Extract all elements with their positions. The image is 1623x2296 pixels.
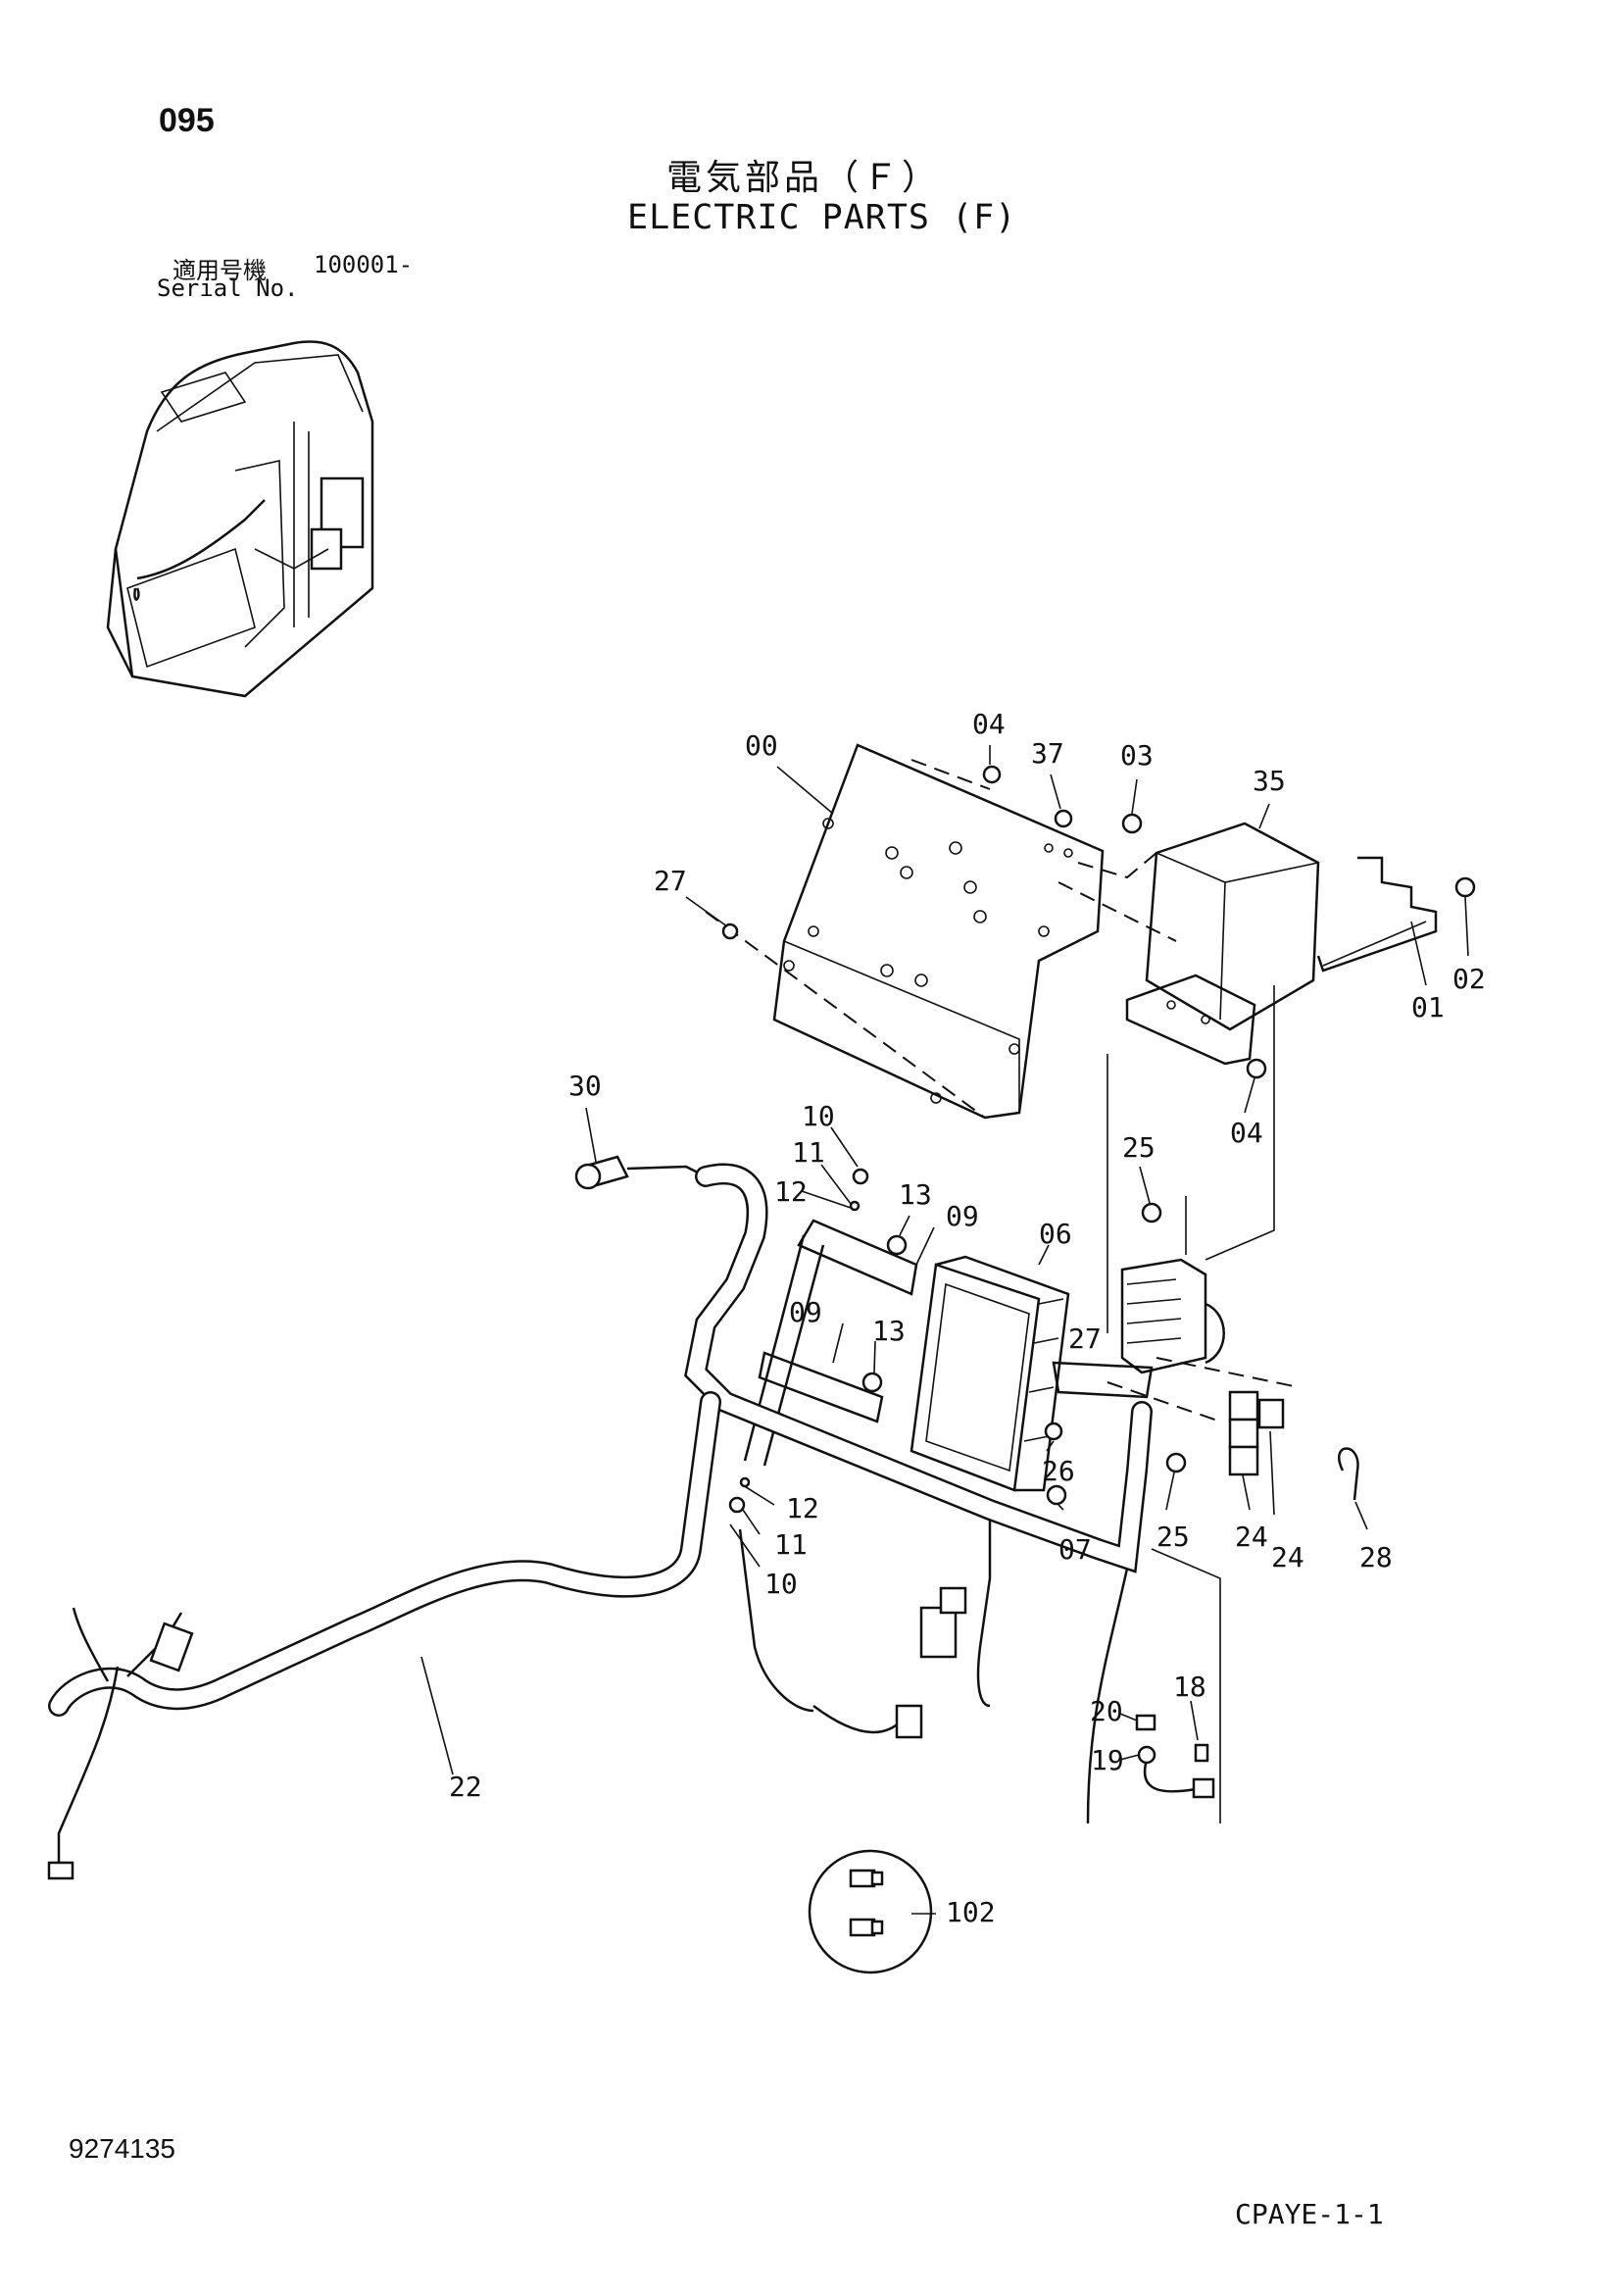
- callout-09b: 09: [789, 1296, 822, 1328]
- callout-19: 19: [1091, 1744, 1124, 1776]
- callout-06: 06: [1039, 1218, 1072, 1250]
- mounting-plate: [772, 743, 1105, 1120]
- fuse-relay-block: [1052, 1258, 1225, 1399]
- callout-25b: 25: [1156, 1521, 1190, 1553]
- callout-37: 37: [1031, 737, 1064, 770]
- controller-unit: [910, 1255, 1070, 1492]
- callout-30: 30: [568, 1070, 602, 1102]
- callout-25: 25: [1122, 1131, 1156, 1164]
- fuse-box-cover: [1125, 822, 1320, 1066]
- callout-11b: 11: [774, 1528, 808, 1561]
- callout-18: 18: [1173, 1671, 1206, 1703]
- callout-28: 28: [1359, 1541, 1393, 1573]
- serial-label-japanese: 適用号機: [172, 257, 267, 284]
- callout-26: 26: [1042, 1455, 1075, 1487]
- callout-02: 02: [1452, 963, 1486, 995]
- callout-12b: 12: [786, 1492, 819, 1524]
- callout-04b: 04: [1230, 1117, 1263, 1149]
- callout-10b: 10: [764, 1568, 798, 1600]
- callout-35: 35: [1253, 765, 1286, 797]
- diode-connector: [1135, 1714, 1215, 1799]
- page-title-japanese: 電気部品（Ｆ）: [666, 158, 942, 198]
- serial-value: 100001-: [314, 251, 414, 278]
- callout-13b: 13: [872, 1315, 906, 1347]
- callout-20: 20: [1090, 1695, 1123, 1727]
- cable-tie: [1338, 1447, 1359, 1501]
- callout-labels: 00 04 37 03 35 27 02 01 04 30 10 11 12 1…: [449, 708, 1486, 1928]
- mounting-bracket: [1316, 856, 1438, 973]
- callout-01: 01: [1411, 991, 1445, 1023]
- callout-27b: 27: [1068, 1323, 1102, 1355]
- callout-24b: 24: [1271, 1541, 1304, 1573]
- page-title-english: ELECTRIC PARTS (F): [627, 198, 1017, 237]
- callout-04: 04: [972, 708, 1006, 740]
- fasteners: [721, 765, 1476, 1514]
- callout-03: 03: [1120, 739, 1154, 772]
- page-number: 095: [159, 102, 215, 139]
- main-wiring-harness: [47, 1163, 1153, 1880]
- callout-24: 24: [1235, 1521, 1268, 1553]
- callout-27: 27: [654, 865, 687, 897]
- callout-12: 12: [774, 1175, 808, 1208]
- relay-set: [1228, 1390, 1285, 1476]
- callout-11: 11: [792, 1136, 825, 1169]
- cab-overview-illustration: [106, 340, 374, 698]
- callout-22: 22: [449, 1771, 482, 1803]
- callout-102: 102: [946, 1896, 996, 1928]
- callout-07: 07: [1058, 1533, 1092, 1566]
- callout-13: 13: [899, 1178, 932, 1211]
- callout-00: 00: [745, 729, 778, 762]
- callout-10: 10: [802, 1100, 835, 1132]
- serial-label-english: Serial No.: [157, 275, 299, 302]
- callout-09: 09: [946, 1200, 979, 1232]
- page-code: CPAYE-1-1: [1235, 2198, 1384, 2230]
- connector-detail-circle: [808, 1849, 933, 1974]
- drawing-number: 9274135: [69, 2133, 176, 2164]
- leader-lines: [420, 745, 1469, 1915]
